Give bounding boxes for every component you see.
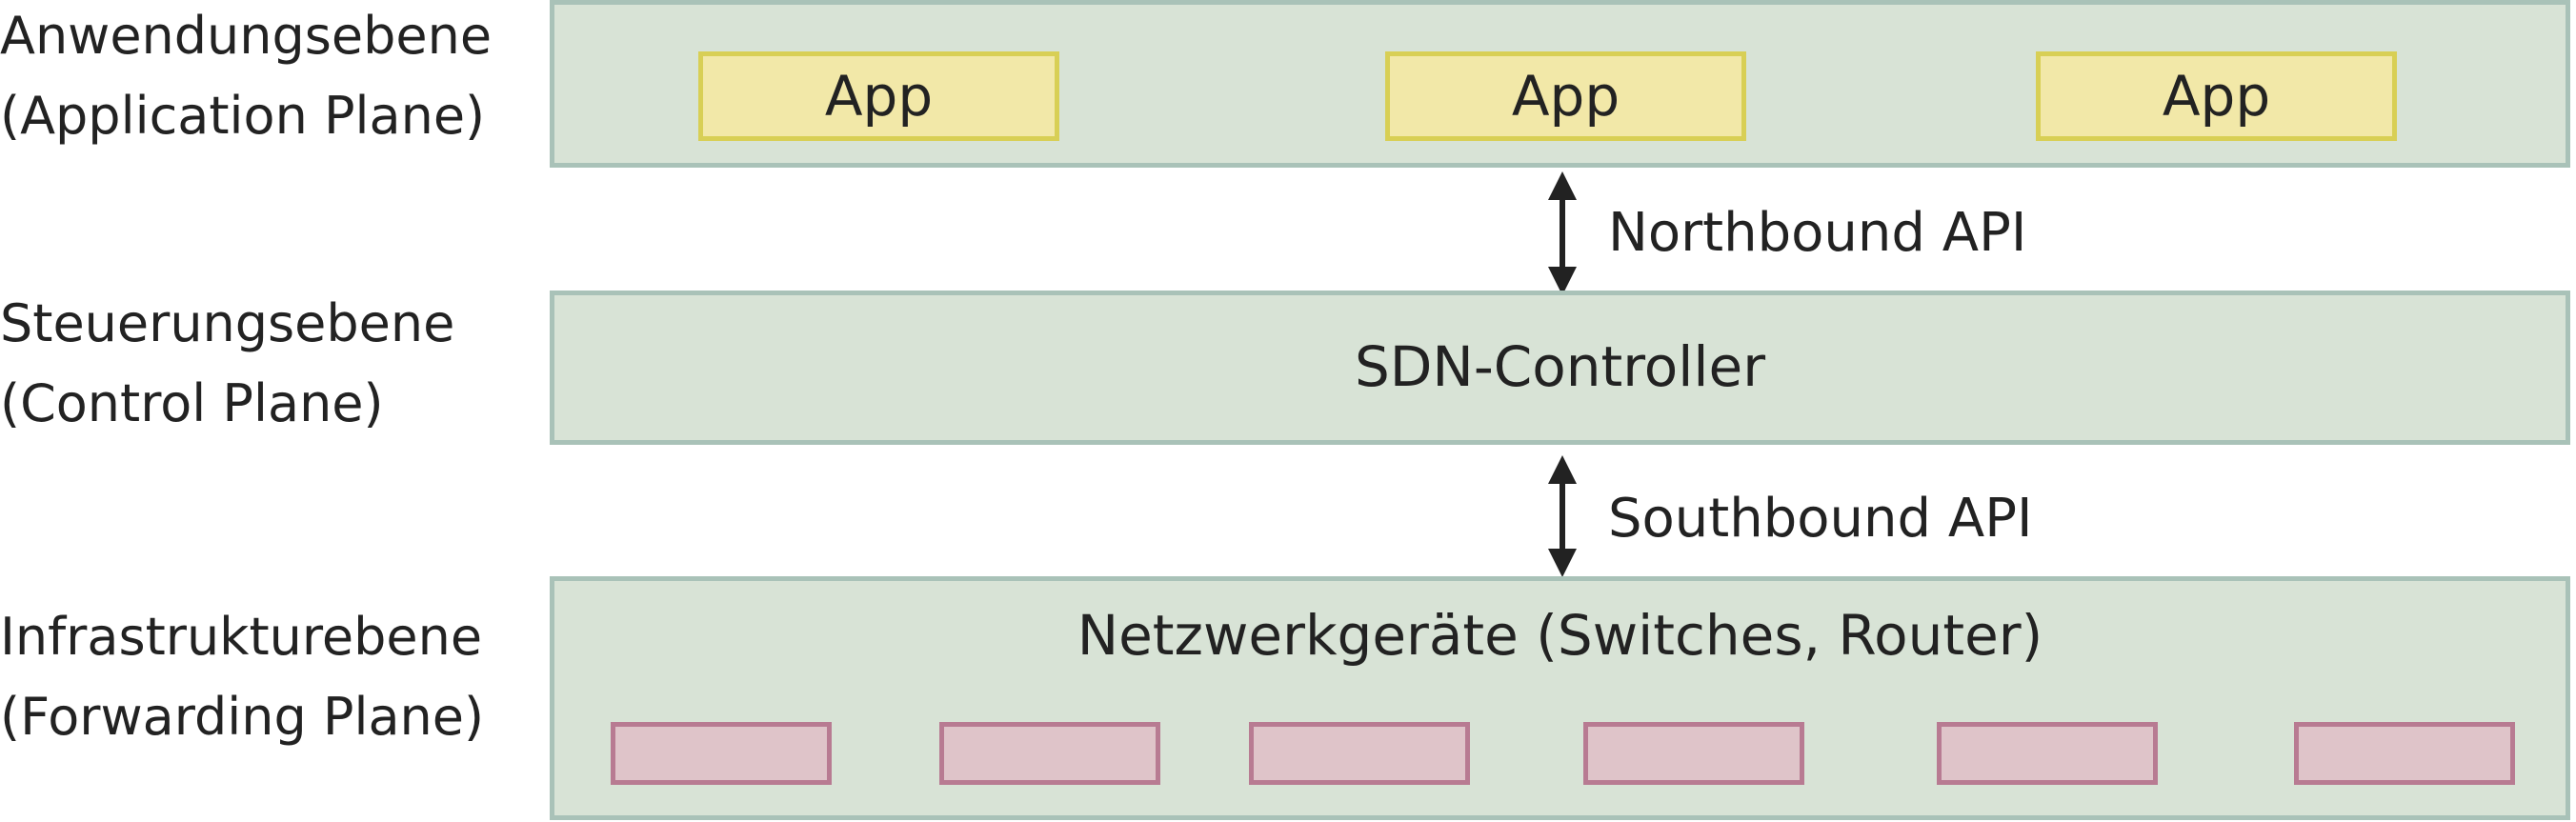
- northbound-api-label: Northbound API: [1608, 202, 2027, 264]
- network-device: [611, 722, 832, 785]
- sdn-controller-label: SDN-Controller: [1354, 334, 1766, 399]
- control-plane-label: Steuerungsebene (Control Plane): [0, 293, 455, 433]
- app-box[interactable]: App: [698, 51, 1059, 141]
- network-device: [1937, 722, 2158, 785]
- network-devices-label: Netzwerkgeräte (Switches, Router): [1077, 603, 2043, 668]
- app-box[interactable]: App: [1385, 51, 1746, 141]
- southbound-api-label: Southbound API: [1608, 488, 2033, 550]
- network-device: [2294, 722, 2515, 785]
- northbound-arrow-icon: [1548, 171, 1577, 295]
- control-plane: SDN-Controller: [550, 291, 2570, 445]
- network-device: [1249, 722, 1470, 785]
- network-device: [1583, 722, 1804, 785]
- app-box[interactable]: App: [2036, 51, 2397, 141]
- application-plane-label: Anwendungsebene (Application Plane): [0, 6, 493, 146]
- application-plane: App App App: [550, 0, 2570, 168]
- southbound-arrow-icon: [1548, 455, 1577, 577]
- forwarding-plane: Netzwerkgeräte (Switches, Router): [550, 576, 2570, 820]
- network-device: [939, 722, 1160, 785]
- forwarding-plane-label: Infrastrukturebene (Forwarding Plane): [0, 607, 485, 747]
